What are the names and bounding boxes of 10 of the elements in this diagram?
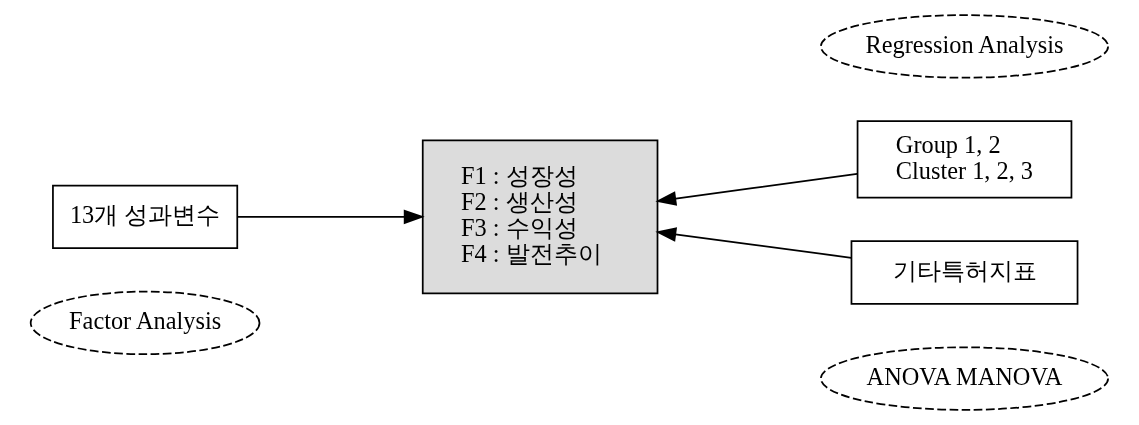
arrow xyxy=(655,173,858,206)
node-box: 기타특허지표 xyxy=(850,240,1079,305)
node-ellipse: Regression Analysis xyxy=(820,14,1109,79)
arrow xyxy=(236,209,425,225)
node-ellipse: ANOVA MANOVA xyxy=(820,346,1109,411)
node-box: 13개 성과변수 xyxy=(52,184,239,249)
node-ellipse: Factor Analysis xyxy=(29,290,261,356)
arrow xyxy=(655,227,853,259)
node-box: Group 1, 2 Cluster 1, 2, 3 xyxy=(856,120,1073,199)
node-box: F1 : 성장성 F2 : 생산성 F3 : 수익성 F4 : 발전추이 xyxy=(421,139,659,295)
